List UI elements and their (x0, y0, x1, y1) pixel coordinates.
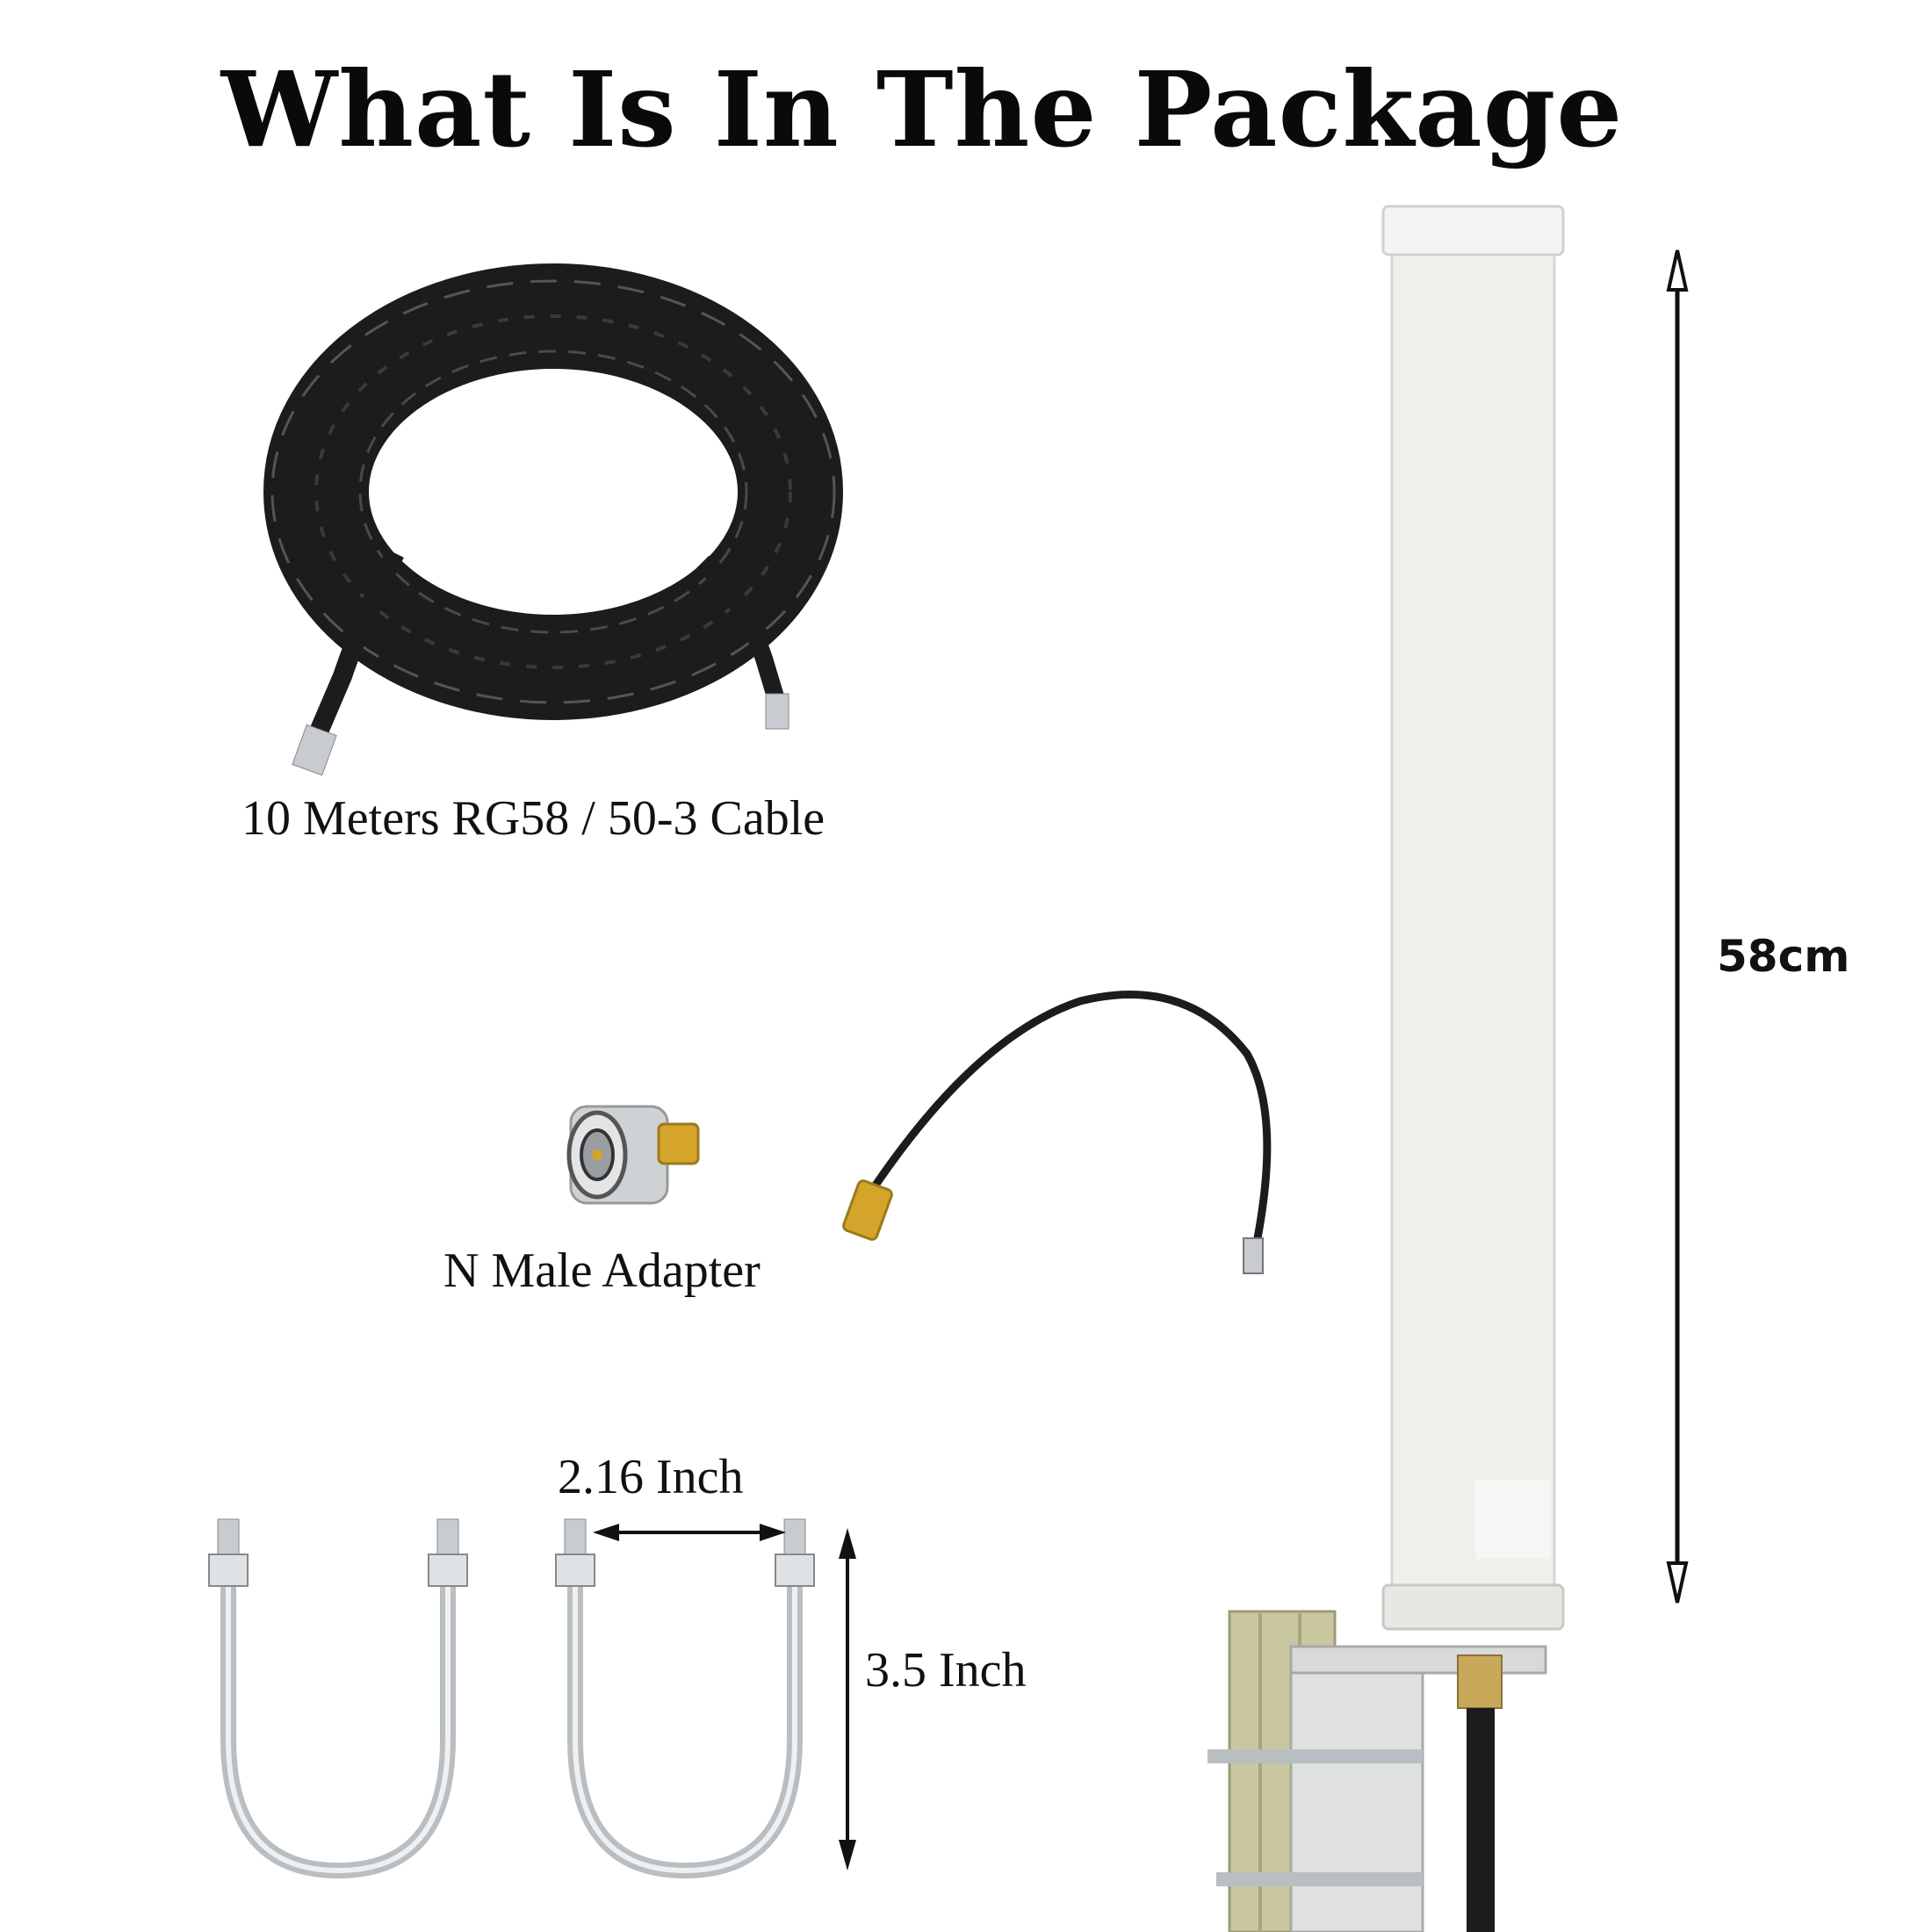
u-bolt-right-image (555, 1518, 815, 1879)
coax-cable-coil-image (263, 263, 843, 776)
u-bolt-height-label: 3.5 Inch (865, 1643, 1027, 1698)
antenna-height-arrow-icon (1666, 249, 1689, 1604)
page-title: What Is In The Package (220, 48, 1624, 170)
u-bolt-left-image (208, 1518, 468, 1879)
u-bolt-width-label: 2.16 Inch (558, 1450, 744, 1504)
pigtail-cable-image (842, 991, 1272, 1274)
antenna-height-label: 58cm (1717, 931, 1850, 982)
width-arrow-icon (593, 1524, 786, 1541)
omni-antenna-image (1208, 205, 1565, 1932)
height-arrow-icon (839, 1528, 856, 1871)
n-male-adapter-image (566, 1105, 700, 1205)
adapter-caption: N Male Adapter (443, 1244, 761, 1298)
cable-caption: 10 Meters RG58 / 50-3 Cable (242, 791, 825, 846)
